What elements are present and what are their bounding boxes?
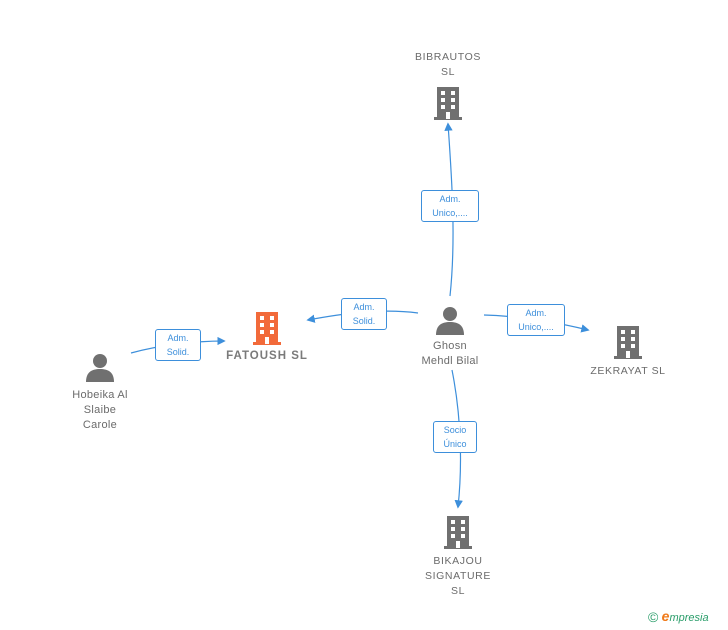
node-label-bikajou: BIKAJOU SIGNATURE SL [425,555,491,597]
node-label-bibrautos: BIBRAUTOS SL [415,51,481,78]
footer-brand: © empresia [648,608,709,625]
node-fatoush[interactable]: FATOUSH SL [212,310,322,364]
copyright-icon: © [648,609,659,625]
node-bibrautos[interactable]: BIBRAUTOS SL [398,50,498,121]
node-label-fatoush: FATOUSH SL [226,350,308,362]
node-zekrayat[interactable]: ZEKRAYAT SL [578,324,678,379]
node-ghosn[interactable]: Ghosn Mehdl Bilal [405,305,495,369]
building-icon [434,87,462,120]
building-icon [614,326,642,359]
node-hobeika[interactable]: Hobeika Al Slaibe Carole [55,352,145,433]
edge-label-ghosn-fatoush: Adm. Solid. [341,298,387,330]
edge-label-ghosn-zekrayat: Adm. Unico,.... [507,304,565,336]
brand-logo-text: mpresia [669,612,709,624]
building-icon [444,516,472,549]
building-icon [253,312,281,345]
edge-label-ghosn-bibrautos: Adm. Unico,.... [421,190,479,222]
node-bikajou[interactable]: BIKAJOU SIGNATURE SL [408,514,508,599]
node-label-zekrayat: ZEKRAYAT SL [590,365,666,377]
brand-logo-initial: e [661,608,670,624]
node-label-hobeika: Hobeika Al Slaibe Carole [72,389,128,431]
node-label-ghosn: Ghosn Mehdl Bilal [421,340,479,367]
person-icon [436,307,464,335]
edge-label-hobeika-fatoush: Adm. Solid. [155,329,201,361]
edge-label-ghosn-bikajou: Socio Único [433,421,477,453]
person-icon [86,354,114,382]
